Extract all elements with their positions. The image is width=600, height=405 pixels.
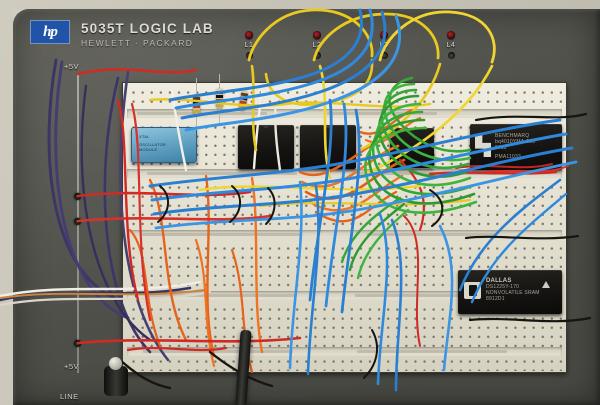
brand-block: hp 5035T LOGIC LAB HEWLETT · PACKARD [30, 20, 214, 48]
benchmarq-markings: BENCHMARQ bq4010YMA-200 9411 PMA11033 [495, 133, 535, 160]
benchmarq-logo-icon [475, 135, 491, 157]
indicator-l2[interactable]: L2 [306, 31, 328, 59]
breadboard-gutter-2 [127, 230, 562, 239]
supply-bottom-label: +5V [64, 362, 80, 371]
oscillator-line-1: XTAL [139, 134, 150, 139]
device-model-label: 5035T LOGIC LAB [81, 21, 214, 36]
benchmarq-lot: PMA11033 [495, 154, 521, 160]
supply-top-label: +5V [64, 62, 80, 71]
led-icon-l3 [380, 31, 388, 39]
test-jack-l3[interactable] [380, 52, 388, 59]
line-label: LINE [60, 392, 79, 401]
dallas-triangle-icon [542, 281, 550, 288]
led-icon-l2 [313, 31, 321, 39]
breadboard-rail-bottom[interactable] [127, 355, 562, 371]
ic-u1[interactable] [238, 125, 294, 169]
led-icon-l1 [245, 31, 253, 39]
binding-post-2[interactable] [74, 218, 81, 225]
indicator-label-l4: L4 [446, 42, 456, 49]
indicator-l4[interactable]: L4 [440, 31, 462, 59]
oscillator-line-2: OSCILLATOR [139, 141, 166, 147]
test-jack-l1[interactable] [245, 52, 253, 59]
ic-u2[interactable] [300, 125, 356, 169]
dallas-markings: DALLAS DS1225Y-170 NONVOLATILE SRAM 8912… [486, 278, 540, 302]
indicator-label-l2: L2 [312, 42, 322, 49]
test-jack-l4[interactable] [447, 52, 455, 59]
led-icon-l4 [447, 31, 455, 39]
banana-plug-connector[interactable] [104, 357, 128, 396]
dallas-datecode: 8912D1 [486, 296, 505, 302]
resistor-2[interactable] [216, 88, 223, 108]
binding-post-1[interactable] [74, 193, 81, 200]
title-block: 5035T LOGIC LAB HEWLETT · PACKARD [81, 20, 214, 48]
breadboard-center-channel-1 [127, 169, 562, 178]
indicator-l1[interactable]: L1 [238, 31, 260, 59]
dallas-logo-icon [464, 282, 481, 299]
breadboard-field-1b[interactable] [127, 181, 562, 227]
ic-benchmarq-bq4010[interactable]: BENCHMARQ bq4010YMA-200 9411 PMA11033 [470, 124, 562, 170]
indicator-l3[interactable]: L3 [373, 31, 395, 59]
test-jack-l2[interactable] [313, 52, 321, 59]
indicator-label-l3: L3 [379, 42, 389, 49]
oscillator-line-3: MODULE [139, 147, 158, 152]
manufacturer-label: HEWLETT · PACKARD [81, 38, 194, 48]
ic-dallas-ds1225y[interactable]: DALLAS DS1225Y-170 NONVOLATILE SRAM 8912… [458, 270, 562, 314]
hp-logo-icon: hp [30, 20, 70, 44]
crystal-oscillator-module[interactable]: XTAL OSCILLATOR MODULE [131, 127, 197, 163]
binding-post-3[interactable] [74, 340, 81, 347]
resistor-1[interactable] [193, 94, 200, 114]
indicator-label-l1: L1 [244, 42, 254, 49]
benchmarq-datecode: 9411 [495, 145, 507, 151]
ic-u3[interactable] [390, 128, 434, 168]
hp-logo-text: hp [43, 23, 58, 40]
